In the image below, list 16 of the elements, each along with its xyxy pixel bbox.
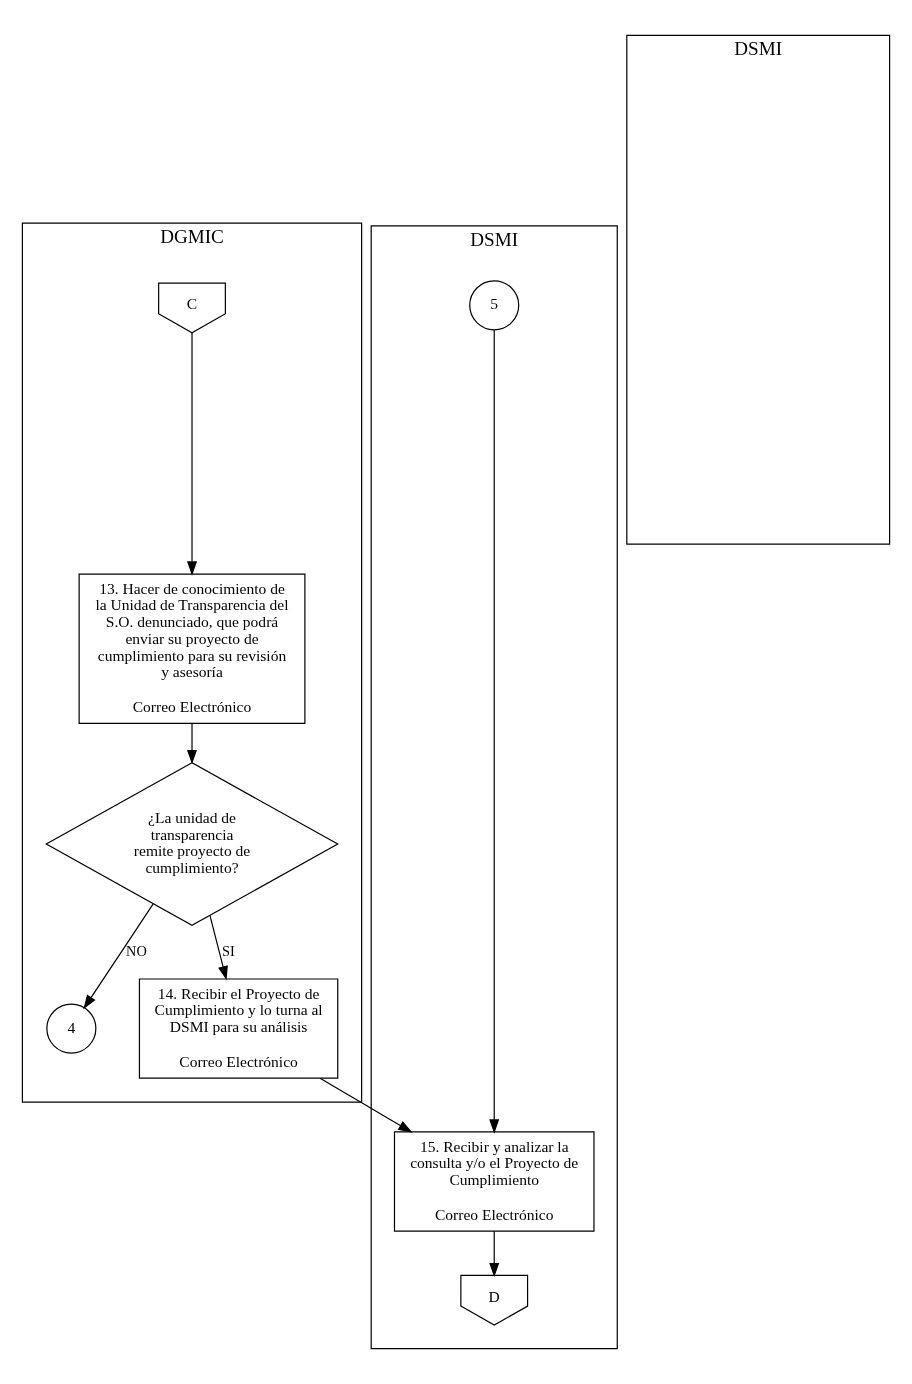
arrow [489,1230,500,1278]
node-box: 14. Recibir el Proyecto de Cumplimiento y lo turna al DSMI para su análisis Correo Electrónico [138,978,339,1079]
node-diamond: ¿La unidad de transparencia remite proyecto de cumplimiento? [45,762,339,926]
edge-label: SI [222,942,235,959]
arrow [489,329,500,1134]
node-circle: 4 [46,1003,97,1054]
node-circle: 5 [469,280,520,331]
arrow [187,722,198,765]
arrow [83,903,154,1010]
node-box: 15. Recibir y analizar la consulta y/o el Proyecto de Cumplimiento Correo Electrónico [393,1131,595,1232]
node-box: 13. Hacer de conocimiento de la Unidad de Transparencia del S.O. denunciado, que podrá enviar su proyecto de cumplimiento para su revisión y asesoría Correo Electrónico [78,573,306,724]
arrow [187,332,198,576]
node-box: DSMI [626,34,891,545]
arrow [209,915,228,981]
edge-label: NO [126,942,147,959]
arrow [319,1077,413,1133]
